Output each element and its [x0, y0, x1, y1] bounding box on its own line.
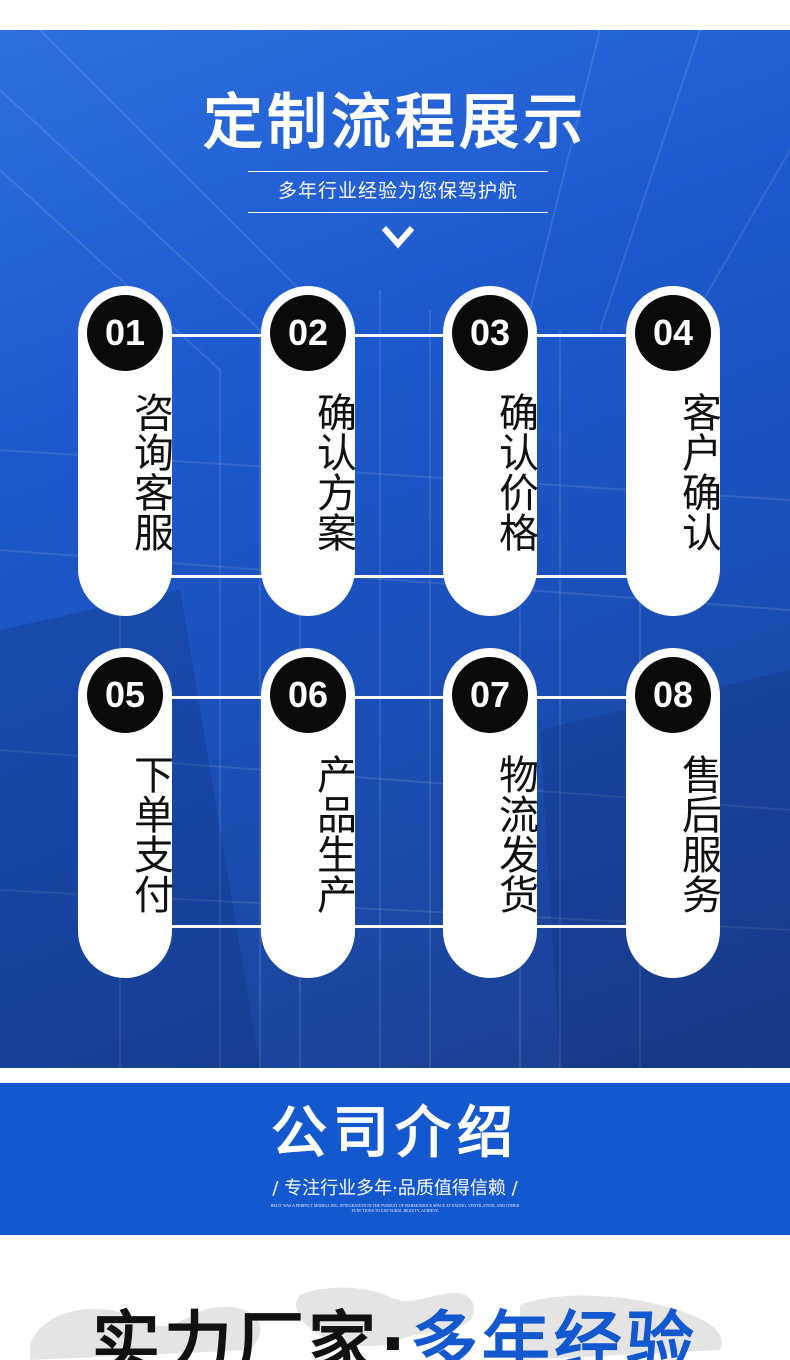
- step-label: 客户确认: [675, 392, 721, 552]
- strength-title: 实力厂家·多年经验: [92, 1305, 698, 1360]
- connector-line: [125, 334, 673, 337]
- chevron-down-icon: [381, 226, 415, 249]
- top-spacer: [0, 0, 790, 30]
- process-subtitle: 多年行业经验为您保驾护航: [277, 180, 518, 202]
- process-title: 定制流程展示: [203, 88, 587, 158]
- step-number: 02: [270, 295, 346, 371]
- step-number: 04: [635, 295, 711, 371]
- step-card-8: 08 售后服务: [626, 648, 721, 978]
- step-label: 咨询客服: [127, 392, 173, 552]
- step-card-4: 04 客户确认: [626, 286, 721, 616]
- step-card-5: 05 下单支付: [78, 648, 173, 978]
- step-card-1: 01 咨询客服: [78, 286, 173, 616]
- step-card-7: 07 物流发货: [443, 648, 538, 978]
- step-label: 售后服务: [675, 754, 721, 914]
- connector-line: [125, 696, 673, 699]
- step-card-2: 02 确认方案: [261, 286, 356, 616]
- connector-line: [125, 925, 673, 928]
- step-label: 产品生产: [310, 754, 356, 914]
- world-map-background: [30, 1287, 722, 1360]
- step-label: 确认方案: [310, 392, 356, 552]
- process-subtitle-box: 多年行业经验为您保驾护航: [248, 171, 548, 213]
- step-label: 下单支付: [127, 754, 173, 914]
- step-label: 确认价格: [492, 392, 538, 552]
- strength-title-blue: 多年经验: [409, 1305, 698, 1360]
- intro-title: 公司介绍: [271, 1101, 519, 1166]
- company-intro-banner: 公司介绍 / 专注行业多年·品质值得信赖 / BELIT WAS A PERFE…: [0, 1083, 790, 1235]
- intro-fine-print: BELIT WAS A PERFECT MODELLING, INTEGRATI…: [270, 1203, 520, 1213]
- step-number: 08: [635, 657, 711, 733]
- connector-line: [125, 575, 673, 578]
- step-number: 05: [87, 657, 163, 733]
- intro-subtitle: / 专注行业多年·品质值得信赖 /: [272, 1178, 518, 1199]
- strength-title-black: 实力厂家·: [92, 1305, 410, 1360]
- step-number: 06: [270, 657, 346, 733]
- process-section: 定制流程展示 多年行业经验为您保驾护航 01 咨询客服 02 确认方案 03 确…: [0, 30, 790, 1068]
- strength-section: 实力厂家·多年经验: [0, 1235, 790, 1360]
- step-number: 03: [452, 295, 528, 371]
- step-label: 物流发货: [492, 754, 538, 914]
- step-card-3: 03 确认价格: [443, 286, 538, 616]
- step-number: 01: [87, 295, 163, 371]
- step-number: 07: [452, 657, 528, 733]
- step-card-6: 06 产品生产: [261, 648, 356, 978]
